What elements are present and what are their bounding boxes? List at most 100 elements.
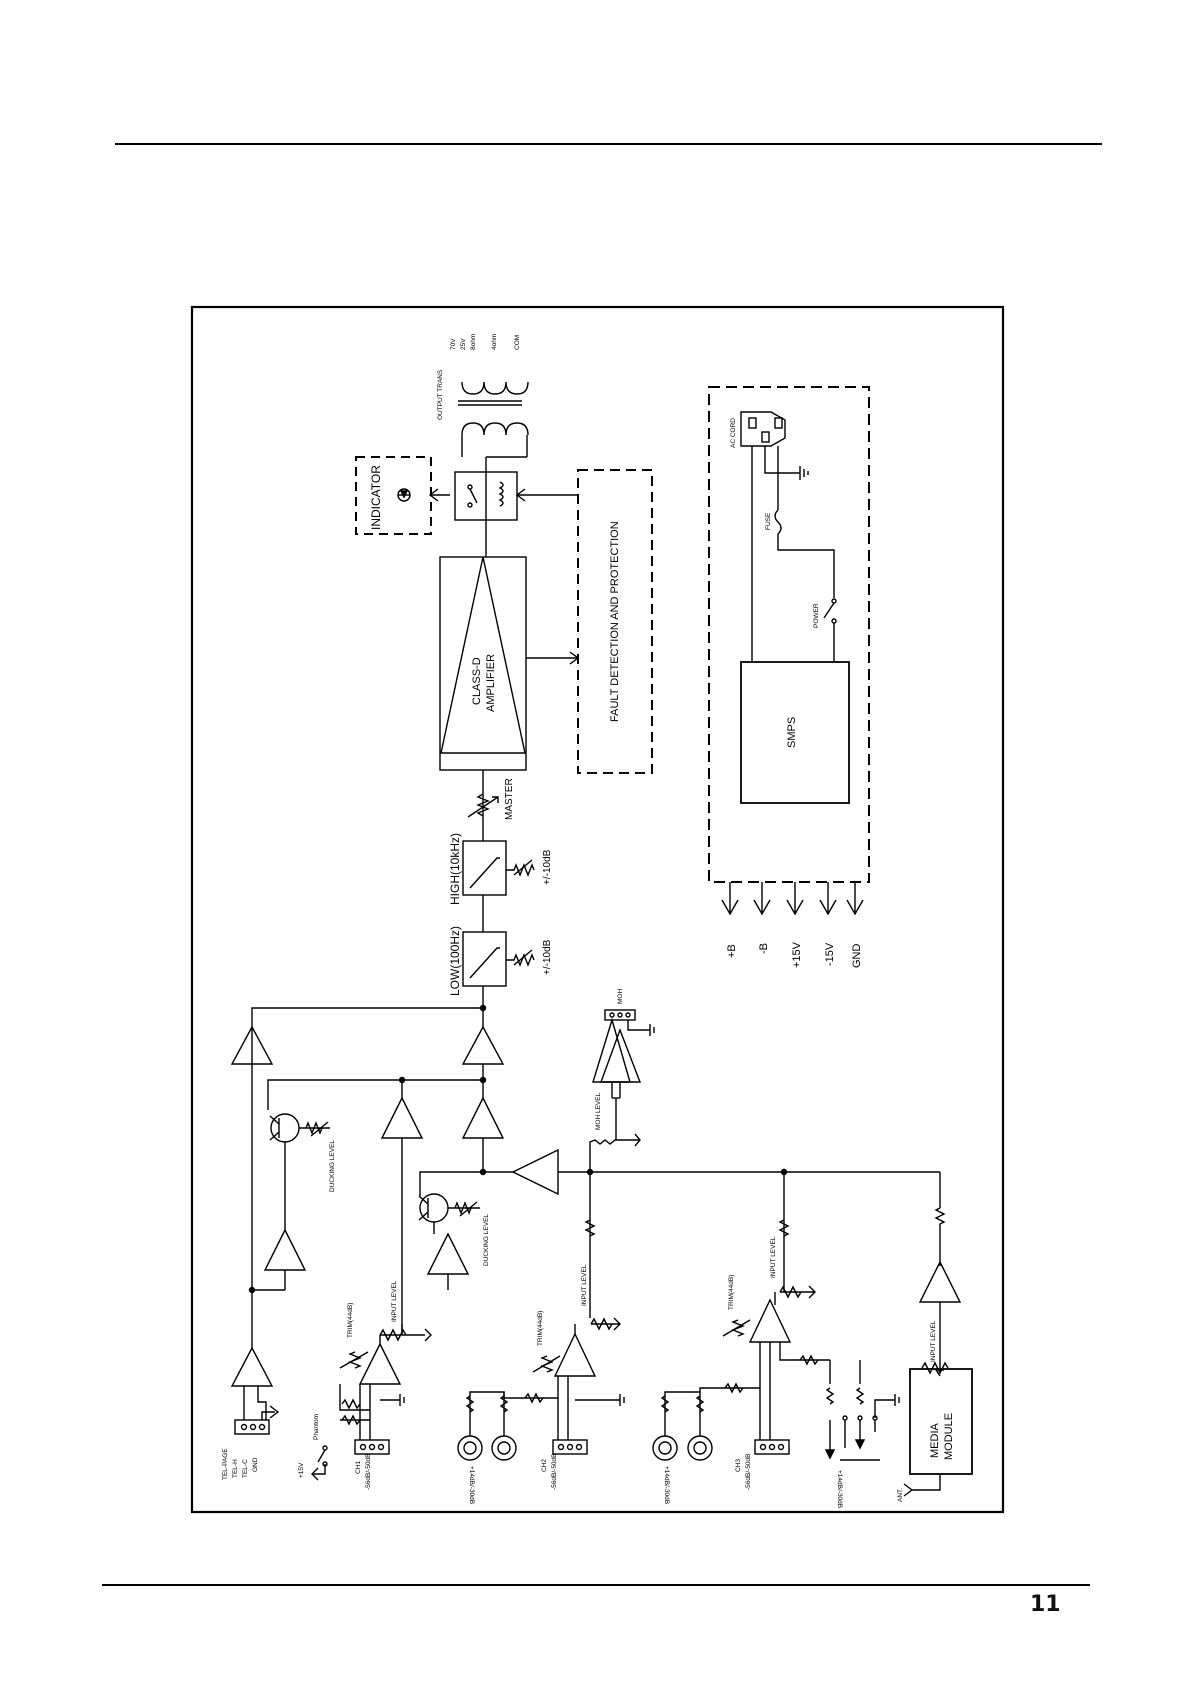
ch2-mix-resistor-icon [584, 1219, 596, 1237]
trim-3-label: TRIM(44dB) [728, 1275, 735, 1310]
ch1-label: CH1 [355, 1461, 362, 1474]
ant-label: ANT. [897, 1488, 904, 1502]
input-level-1-label: INPUT LEVEL [391, 1280, 398, 1322]
class-d-amplifier-block [439, 556, 527, 771]
ch3-rca-jack-2-icon [687, 1435, 713, 1461]
aux-resistor-2-icon [855, 1387, 865, 1405]
ch2-xlr-connector-icon [552, 1439, 588, 1455]
ch1-bus-amp-icon [380, 1096, 424, 1139]
ch3-input-resistor-icon [724, 1382, 744, 1394]
ch3-feedback-resistor-icon [799, 1354, 819, 1366]
bus-amp-icon [461, 1096, 505, 1139]
ch2-rca-jack-2-icon [491, 1435, 517, 1461]
fuse-label: FUSE [765, 512, 772, 530]
page-number: 11 [1030, 1592, 1061, 1617]
phantom-switch-icon [317, 1449, 326, 1463]
moh-connector-icon [604, 1009, 636, 1021]
fault-label: FAULT DETECTION AND PROTECTION [609, 521, 621, 722]
trim-2-label: TRIM(44dB) [537, 1311, 544, 1346]
aux-resistor-1-icon [825, 1387, 835, 1405]
ch2-rca-resistor-2-icon [499, 1395, 509, 1413]
tel-page-label: TEL-PAGE [222, 1448, 229, 1480]
power-section-box [708, 386, 870, 883]
ducking-pot-1-icon [305, 1121, 323, 1135]
moh-level-label: MOH LEVEL [595, 1092, 602, 1130]
p15v-label: +15V [298, 1462, 305, 1478]
ch3-preamp-icon [748, 1298, 792, 1343]
ac-cord-icon [740, 411, 786, 447]
ducking-level-1-label: DUCKING LEVEL [329, 1140, 336, 1192]
ch3-rca-resistor-1-icon [660, 1395, 670, 1413]
class-d-label-1: CLASS-D [471, 657, 483, 705]
tel-h-label: TEL-H [232, 1459, 239, 1478]
low-filter-block [462, 931, 507, 987]
ch2-range-label: -56dB/-50dB [551, 1454, 558, 1491]
input-level-2-label: INPUT LEVEL [581, 1264, 588, 1306]
tel-connector-icon [234, 1419, 270, 1435]
fuse-icon [774, 509, 782, 535]
high-gain-pot-icon [506, 863, 535, 877]
ducking-level-2-label: DUCKING LEVEL [483, 1214, 490, 1266]
ch1-preamp-icon [358, 1342, 402, 1385]
ch3-rca-resistor-2-icon [695, 1395, 705, 1413]
low-gain-label: +/-10dB [542, 939, 553, 975]
high-filter-block [462, 840, 507, 896]
low-label: LOW(100Hz) [448, 926, 462, 996]
rca-2-label: +14dB/-30dB [663, 1466, 670, 1504]
ducking-amp-1-icon [263, 1228, 307, 1271]
ac-cord-label: AC CORD [730, 418, 737, 448]
ch1-phantom-resistor-icon [341, 1398, 361, 1410]
rail-mb-label: -B [758, 943, 770, 954]
footer-rule [102, 1584, 1090, 1586]
high-label: HIGH(10kHz) [448, 833, 462, 905]
indicator-label: INDICATOR [369, 465, 383, 530]
low-gain-pot-icon [506, 953, 535, 967]
high-gain-label: +/-10dB [542, 849, 553, 885]
rail-gnd-label: GND [851, 944, 863, 969]
ground-icon [799, 466, 809, 480]
ch2-rca-resistor-1-icon [465, 1395, 475, 1413]
ch2-label: CH2 [541, 1459, 548, 1472]
ch1-range-label: -56dB/-50dB [365, 1454, 372, 1491]
ducking-transistor-1-icon [270, 1113, 300, 1143]
phantom-label: Phantom [313, 1414, 320, 1440]
ch2-preamp-icon [553, 1332, 597, 1377]
indicator-box [355, 456, 432, 535]
rail-p15-label: +15V [791, 941, 803, 968]
mix-amp-icon [461, 1025, 505, 1065]
tap-com-label: COM [514, 335, 521, 350]
aux-jack-icon [824, 1415, 880, 1461]
input-level-3-label: INPUT LEVEL [770, 1236, 777, 1278]
tap-8ohm-label: 8ohm [470, 334, 477, 350]
ch2-input-level-pot-icon [590, 1317, 613, 1331]
diagram-frame [190, 305, 1005, 1514]
moh-level-pot-icon [589, 1139, 640, 1172]
master-pot-icon [476, 793, 490, 817]
power-label: POWER [813, 603, 820, 628]
ch2-input-resistor-icon [524, 1392, 544, 1404]
ch1-phantom-resistor-2-icon [341, 1414, 361, 1426]
ducking-pot-2-icon [454, 1201, 472, 1215]
moh-label: MOH [617, 989, 624, 1004]
ch3-xlr-connector-icon [754, 1439, 790, 1455]
moh-amp-1-icon [592, 1017, 631, 1083]
ch3-input-level-pot-icon [779, 1285, 802, 1299]
fault-detection-box [577, 469, 653, 774]
ch3-range-label: -56dB/-50dB [745, 1454, 752, 1491]
ducking-transistor-2-icon [419, 1193, 449, 1223]
sum-amp-icon [511, 1148, 559, 1196]
rail-pb-label: +B [726, 944, 738, 958]
rail-arrows [721, 882, 864, 916]
media-input-level-pot-icon [921, 1361, 949, 1375]
input-level-4-label: INPUT LEVEL [930, 1320, 937, 1362]
aux-range-label: +14dB/-30dB [836, 1470, 843, 1508]
ch1-xlr-connector-icon [354, 1439, 390, 1455]
tel-c-label: TEL-C [242, 1459, 249, 1478]
master-label: MASTER [504, 778, 515, 820]
media-label-1: MEDIA [929, 1423, 941, 1459]
amplifier-triangle-icon [440, 556, 526, 754]
power-switch-icon [823, 602, 835, 619]
ducking-amp-2-icon [426, 1232, 470, 1275]
antenna-icon [903, 1483, 913, 1497]
